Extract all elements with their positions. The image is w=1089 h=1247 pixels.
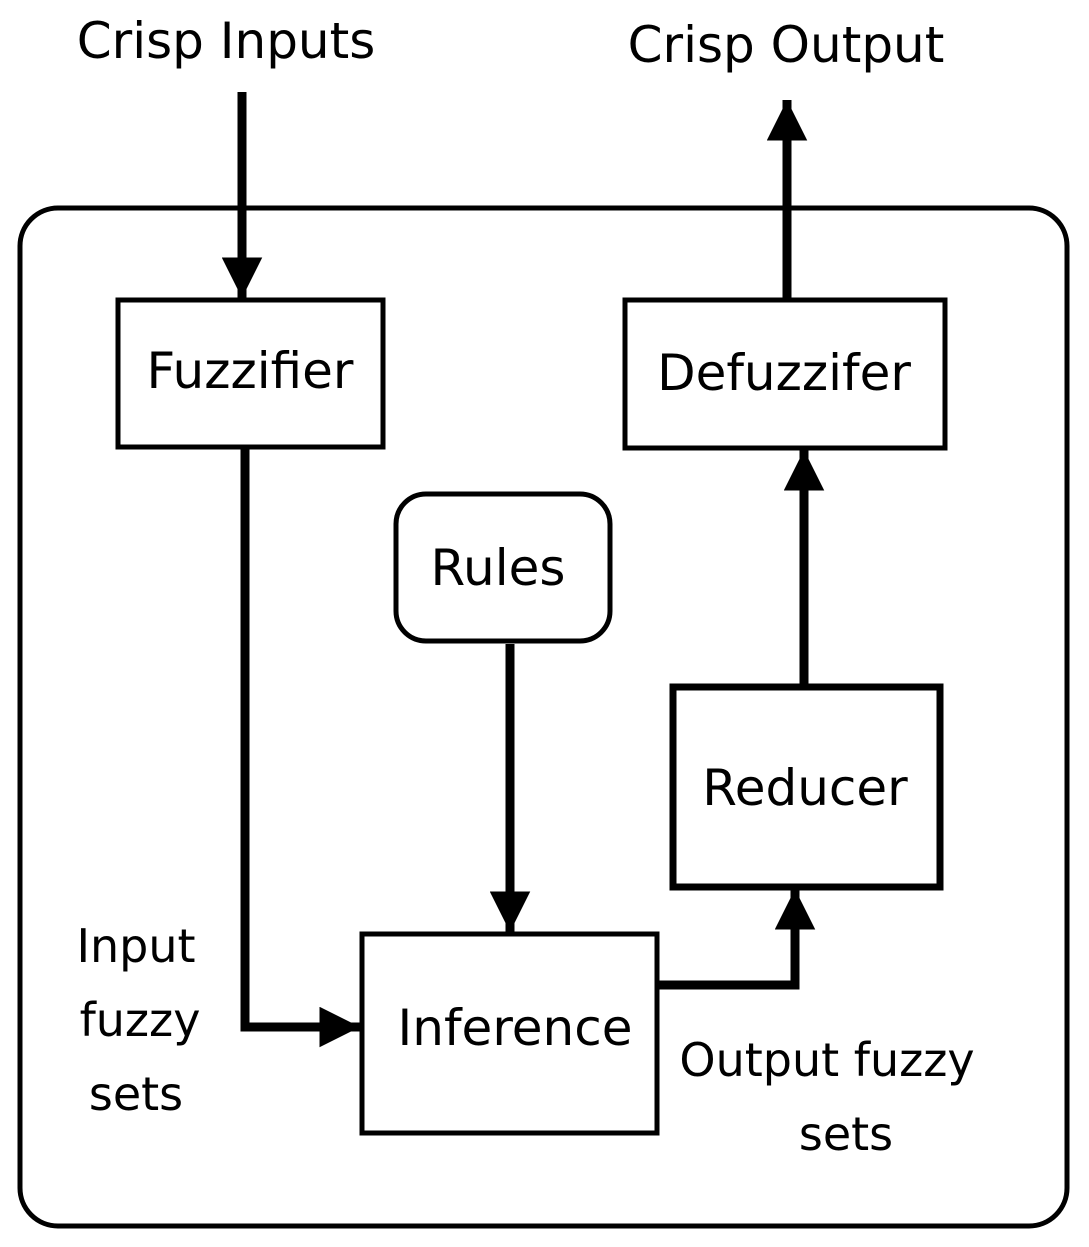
fuzzifier-label: Fuzzifier (147, 342, 354, 400)
reducer-block: Reducer (669, 683, 944, 891)
crisp-inputs-label: Crisp Inputs (77, 12, 376, 70)
input-fuzzy-sets-line-2: fuzzy (80, 993, 201, 1047)
arrow-fuzzifier-to-inference (240, 448, 360, 1048)
input-fuzzy-sets-label: Input fuzzy sets (76, 919, 200, 1121)
arrow-inference-to-reducer (657, 889, 816, 990)
output-fuzzy-sets-label: Output fuzzy sets (679, 1033, 974, 1161)
fuzzifier-block: Fuzzifier (115, 297, 386, 450)
crisp-output-label: Crisp Output (628, 16, 945, 74)
inference-label: Inference (398, 999, 633, 1057)
system-frame (17, 205, 1070, 1229)
reducer-label: Reducer (702, 759, 908, 817)
defuzzifier-label: Defuzzifer (657, 344, 911, 402)
output-fuzzy-sets-line-1: Output fuzzy (679, 1033, 974, 1087)
input-fuzzy-sets-line-1: Input (76, 919, 195, 973)
defuzzifier-block: Defuzzifer (622, 297, 948, 451)
input-fuzzy-sets-line-3: sets (89, 1067, 183, 1121)
output-fuzzy-sets-line-2: sets (799, 1107, 893, 1161)
inference-block: Inference (359, 931, 660, 1136)
rules-block: Rules (393, 491, 613, 644)
rules-label: Rules (431, 539, 566, 597)
